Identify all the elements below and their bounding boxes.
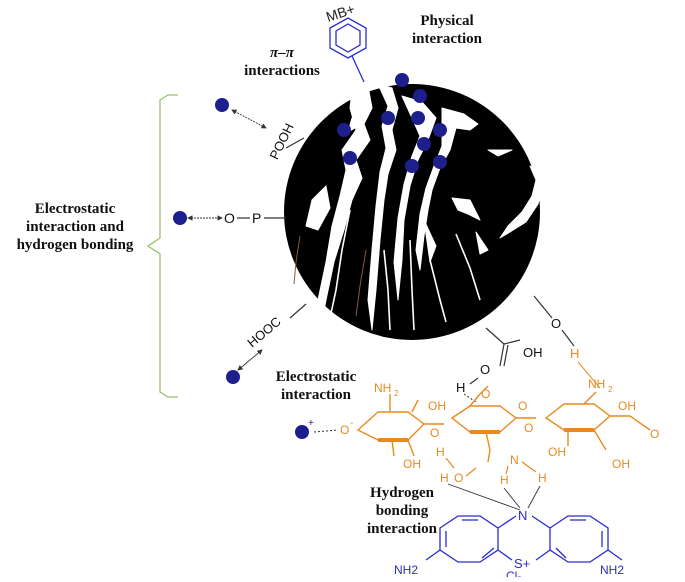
physical-interaction-label: Physical interaction (392, 12, 502, 48)
chitosan-oh-3: OH (618, 399, 636, 413)
pooh-label: POOH (266, 121, 296, 162)
hooc-arrow (237, 349, 263, 371)
pi-pi-line-1: π–π (270, 45, 294, 61)
chitosan-h-1: H (436, 445, 445, 459)
pore-cracks (305, 83, 547, 331)
chitosan-o-6: O (454, 471, 463, 485)
mb-dot-plus: + (308, 418, 314, 429)
mb-nh2-right: NH2 (600, 563, 624, 577)
chitosan-h-2: H (440, 471, 449, 485)
mb-s-label: S+ (514, 556, 530, 571)
adsorbed-mb-dot (343, 151, 357, 165)
chitosan-h-3: H (500, 473, 509, 487)
mb-n-label: N (518, 508, 527, 523)
o-link-label: O (551, 316, 561, 331)
adsorbed-mb-dot (337, 123, 351, 137)
cooh-h-label: H (456, 380, 465, 395)
electrostatic-hbond-line-1: Electrostatic (34, 201, 116, 217)
chitosan-nh2-1: NH (374, 381, 391, 395)
chitosan-o-5: O (650, 427, 659, 441)
cooh-o-label: O (480, 362, 490, 377)
adsorbed-mb-dot (381, 111, 395, 125)
hbond-to-mb (447, 483, 541, 511)
physical-line-1: Physical (420, 13, 474, 29)
adsorbed-mb-dots (337, 73, 447, 173)
physical-line-2: interaction (412, 31, 482, 47)
pore-crack-lines-brown (293, 235, 367, 317)
electrostatic-interaction-label: Electrostatic interaction (256, 368, 376, 404)
mb-cl-label: Cl- (506, 569, 521, 577)
mb-dot-top (215, 98, 229, 112)
hooc-group: HOOC (237, 303, 307, 371)
hbond-line-1: Hydrogen (370, 485, 434, 501)
adsorbed-mb-dot (411, 111, 425, 125)
pi-pi-interactions-label: π–π interactions (222, 44, 342, 80)
o-link-group (533, 295, 575, 347)
h-link-label: H (570, 346, 579, 361)
chitosan-o-1: O (430, 426, 439, 440)
chitosan-o-4: O (518, 399, 527, 413)
chitosan-o-minus-sign: - (350, 418, 353, 429)
electrostatic-hbond-line-3: hydrogen bonding (16, 237, 134, 253)
electrostatic-line-2: interaction (281, 387, 351, 403)
mb-plus-label: MB+ (324, 1, 357, 25)
o-p-o-label: O (224, 210, 235, 226)
adsorbed-mb-dot (433, 123, 447, 137)
cooh-group (469, 327, 521, 385)
chitosan-chain (356, 385, 651, 463)
h-bond-orange (577, 361, 601, 389)
hbond-line-3: interaction (367, 521, 437, 537)
electrostatic-hbond-label: Electrostatic interaction and hydrogen b… (0, 200, 150, 254)
chitosan-oh-2: OH (403, 457, 421, 471)
adsorbed-mb-dot (417, 137, 431, 151)
adsorbed-mb-dot (413, 89, 427, 103)
adsorbed-mb-dot (395, 73, 409, 87)
chitosan-n: N (510, 453, 519, 467)
adsorbed-mb-dot (405, 159, 419, 173)
chitosan-nh2-1-sub: 2 (394, 389, 399, 398)
chitosan-extra-bonds (445, 457, 537, 477)
chitosan-labels: NH 2 OH O O - OH O O O NH 2 OH OH OH O H… (340, 377, 659, 487)
electrostatic-line-1: Electrostatic (275, 369, 357, 385)
chitosan-o-2: O (481, 387, 490, 401)
chitosan-o-3: O (524, 421, 533, 435)
mb-benzene (329, 17, 367, 83)
grouping-bracket (146, 94, 178, 398)
mb-dot-middle (173, 211, 187, 225)
o-p-group: O P (187, 210, 286, 226)
electrostatic-hbond-line-2: interaction and (26, 219, 124, 235)
cooh-oh-label: OH (523, 345, 543, 360)
hooc-label: HOOC (244, 314, 284, 351)
mb-dot-bottom (226, 370, 240, 384)
adsorbed-mb-dot (433, 155, 447, 169)
pore-crack-lines (329, 209, 481, 331)
hydrogen-bonding-label: Hydrogen bonding interaction (352, 484, 452, 538)
electrostatic-dash (313, 429, 339, 433)
hbond-line-2: bonding (375, 503, 429, 519)
chitosan-o-minus: O (340, 423, 349, 437)
chitosan-h-4: H (538, 471, 547, 485)
methylene-blue-structure (425, 515, 623, 563)
chitosan-oh-4: OH (548, 445, 566, 459)
chitosan-oh-5: OH (612, 457, 630, 471)
o-p-p-label: P (252, 210, 261, 226)
chitosan-nh2-2-sub: 2 (608, 385, 613, 394)
pooh-arrow (231, 109, 267, 129)
chitosan-oh-1: OH (428, 399, 446, 413)
mb-dot-chitosan (295, 425, 309, 439)
pooh-group: POOH (231, 109, 305, 162)
pi-pi-line-2: interactions (244, 63, 320, 79)
mb-nh2-left: NH2 (394, 563, 418, 577)
chitosan-nh2-2: NH (588, 377, 605, 391)
